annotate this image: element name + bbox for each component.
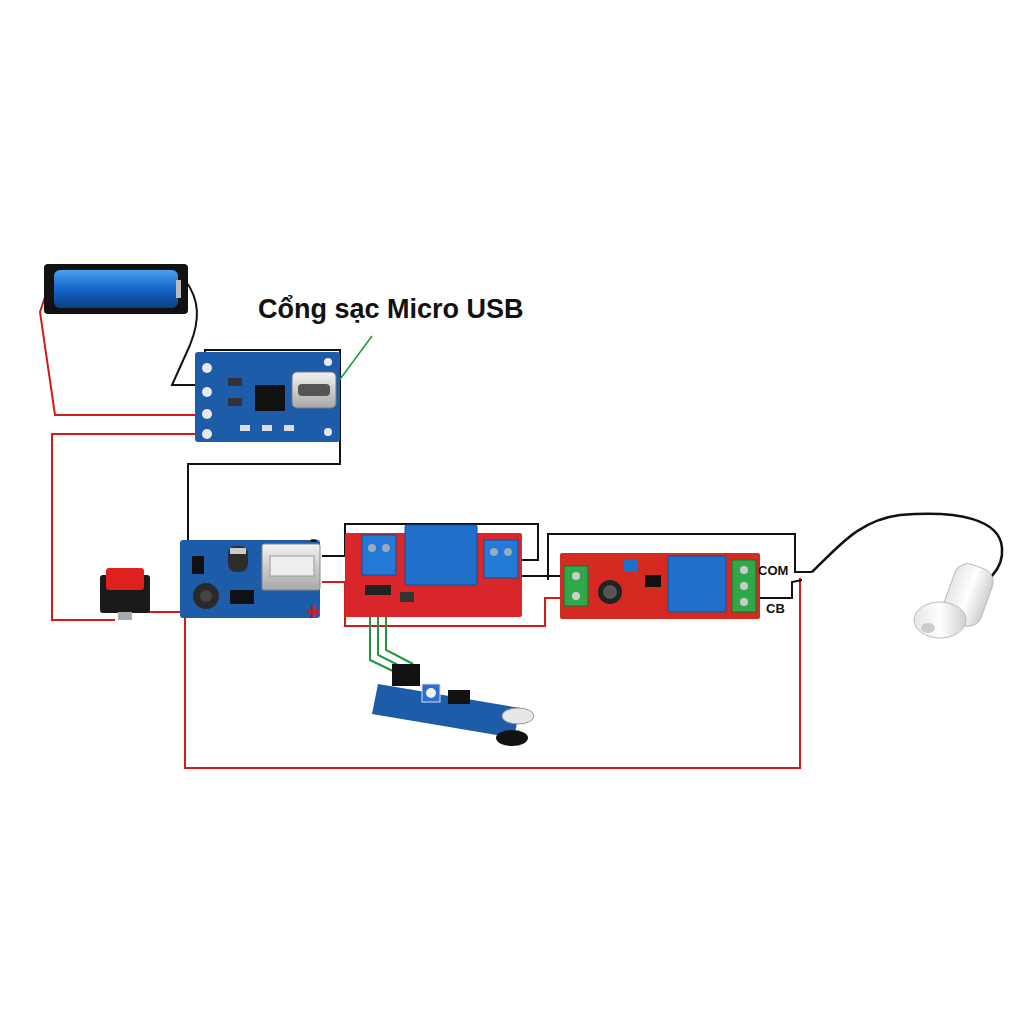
- polarity-sign: -: [310, 528, 317, 550]
- terminal-name: CB: [766, 602, 785, 615]
- polarity-sign: +: [306, 600, 320, 624]
- terminal-name: COM: [758, 564, 788, 577]
- callout-text: Cổng sạc Micro USB: [258, 296, 524, 323]
